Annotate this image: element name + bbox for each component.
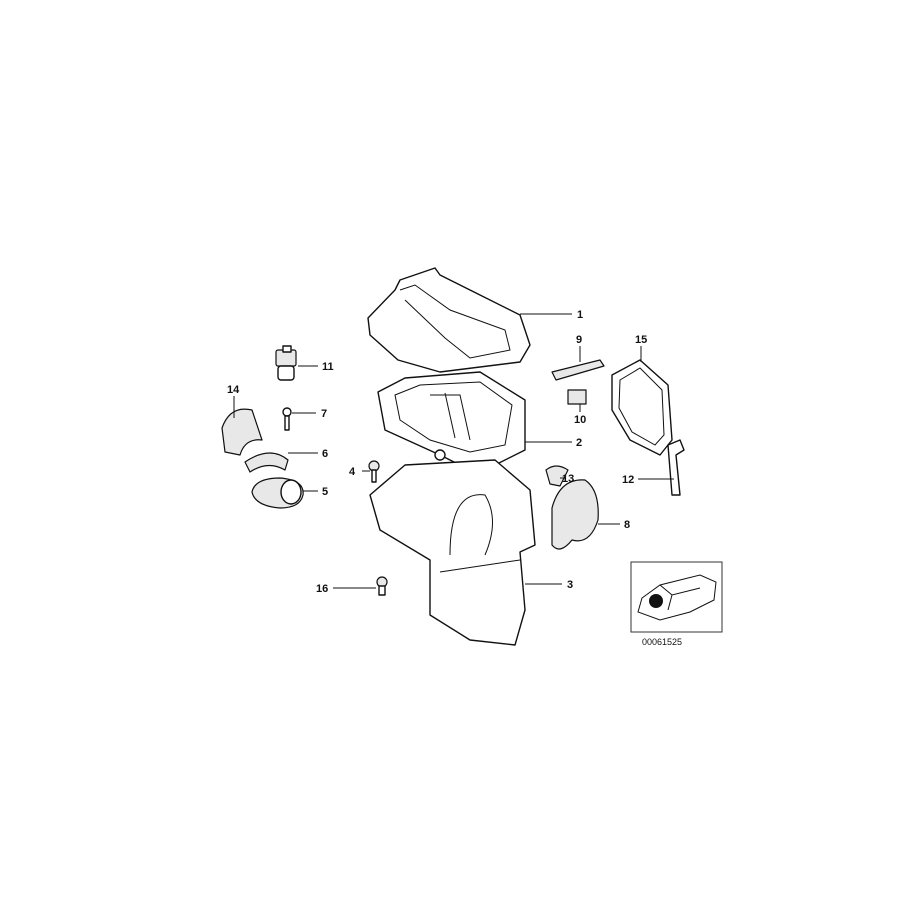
- callout-12: 12: [622, 474, 634, 486]
- callout-9: 9: [576, 334, 582, 346]
- part-6-bracket[interactable]: [244, 452, 289, 473]
- part-5-resonator[interactable]: [251, 477, 304, 509]
- callout-2: 2: [576, 437, 582, 449]
- part-4-screw[interactable]: [368, 460, 380, 483]
- part-1-cover[interactable]: [367, 267, 531, 373]
- part-13-cap[interactable]: [545, 465, 569, 487]
- callout-10: 10: [574, 414, 586, 426]
- callout-7: 7: [321, 408, 327, 420]
- callout-6: 6: [322, 448, 328, 460]
- callout-4: 4: [349, 466, 356, 478]
- callout-13: 13: [562, 473, 574, 485]
- diagram-code: 00061525: [642, 637, 682, 647]
- part-2-tray[interactable]: [377, 371, 526, 471]
- location-marker-icon: [649, 594, 663, 608]
- callout-15: 15: [635, 334, 647, 346]
- part-7-clip[interactable]: [282, 407, 292, 431]
- part-16-screw[interactable]: [376, 576, 388, 596]
- callout-3: 3: [567, 579, 573, 591]
- part-12-bracket[interactable]: [667, 439, 685, 496]
- callout-1: 1: [577, 309, 583, 321]
- part-10-clip[interactable]: [567, 389, 587, 405]
- callout-11: 11: [322, 361, 334, 373]
- part-11-sensor[interactable]: [275, 345, 297, 381]
- vehicle-locator-inset: 00061525: [630, 561, 723, 647]
- callout-14: 14: [227, 384, 240, 396]
- leader-lines: [233, 313, 674, 589]
- callout-16: 16: [316, 583, 328, 595]
- part-9-strip[interactable]: [551, 359, 605, 381]
- callout-5: 5: [322, 486, 328, 498]
- part-15-gasket[interactable]: [611, 359, 673, 456]
- part-14-hose[interactable]: [221, 408, 263, 456]
- part-3-housing[interactable]: [369, 449, 536, 646]
- part-8-intake[interactable]: [551, 479, 599, 550]
- callout-8: 8: [624, 519, 630, 531]
